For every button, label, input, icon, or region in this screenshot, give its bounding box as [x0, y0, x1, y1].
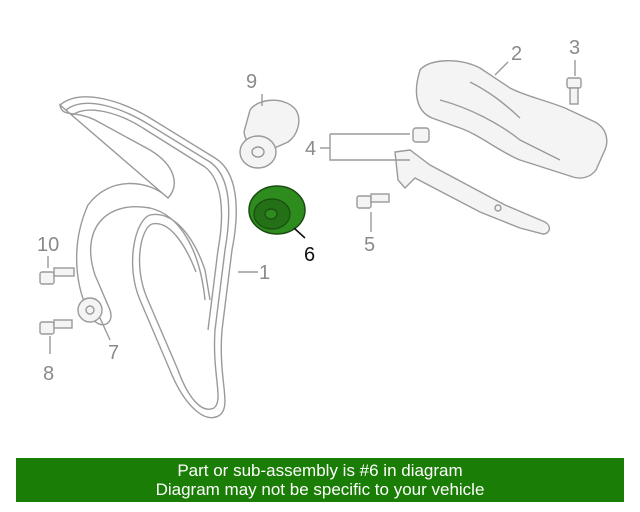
bolt-3 [566, 77, 582, 105]
bolt-5 [356, 193, 390, 209]
callout-7: 7 [108, 342, 119, 364]
mounting-washer [77, 297, 103, 323]
callout-3: 3 [569, 37, 580, 59]
belt-tensioner [239, 99, 300, 169]
mounting-bracket [394, 127, 550, 235]
bolt-10 [39, 267, 75, 285]
callout-9: 9 [246, 71, 257, 93]
callout-6: 6 [304, 244, 315, 266]
callout-1: 1 [259, 262, 270, 284]
banner-line-2: Diagram may not be specific to your vehi… [155, 480, 485, 499]
idler-pulley [248, 185, 306, 235]
callout-4: 4 [305, 138, 316, 160]
bolt-8 [39, 319, 73, 335]
parts-diagram: 1 2 3 4 5 6 7 8 9 10 [37, 37, 608, 419]
callout-2: 2 [511, 43, 522, 65]
callout-5: 5 [364, 234, 375, 256]
callout-10: 10 [37, 234, 59, 256]
info-banner: Part or sub-assembly is #6 in diagram Di… [16, 458, 624, 502]
leader-lines [47, 60, 576, 354]
heat-shield [415, 60, 608, 179]
callout-8: 8 [43, 363, 54, 385]
banner-line-1: Part or sub-assembly is #6 in diagram [177, 461, 463, 480]
drive-belt [59, 96, 237, 419]
